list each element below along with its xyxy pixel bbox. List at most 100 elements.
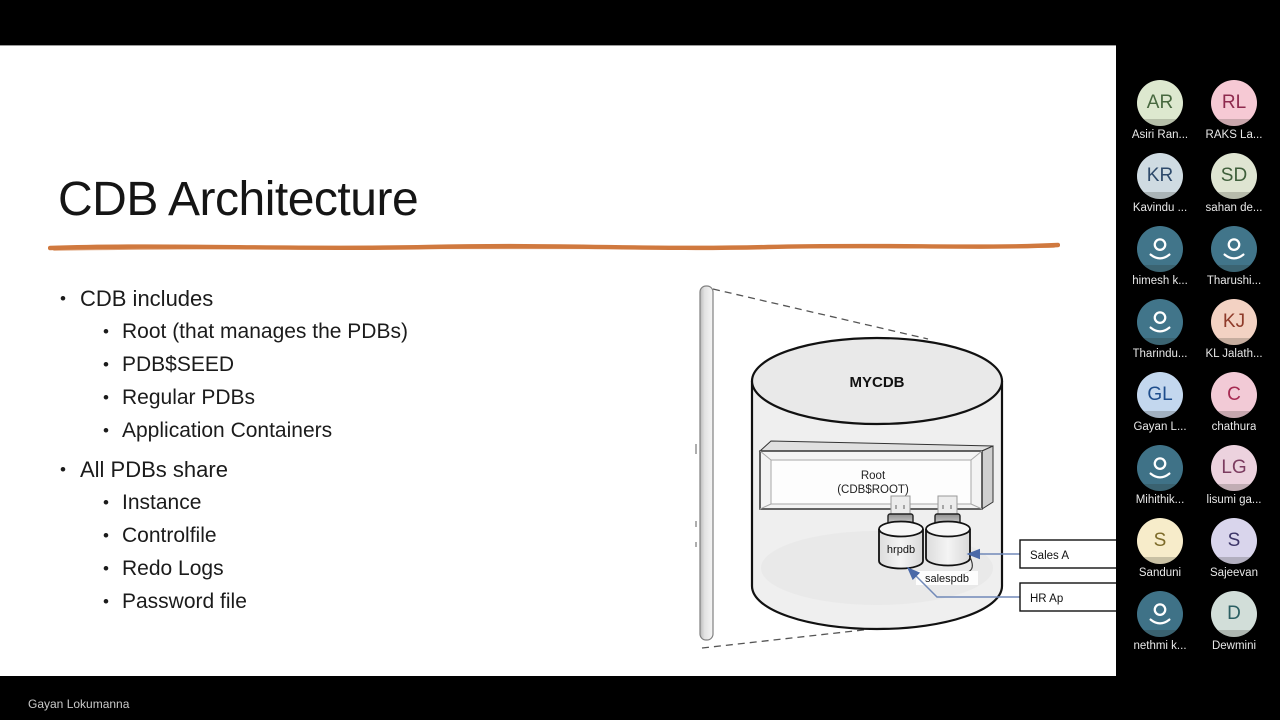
- avatar-initials: AR: [1146, 92, 1174, 113]
- avatar-initials: GL: [1147, 384, 1173, 405]
- bullet-text: CDB includes: [80, 285, 214, 311]
- participant-tile[interactable]: RL RAKS La...: [1198, 80, 1270, 153]
- avatar: RL: [1211, 80, 1257, 126]
- participant-name: KL Jalath...: [1205, 348, 1263, 360]
- accent-underline: [48, 242, 1060, 251]
- bullet-item: • Instance: [103, 486, 660, 519]
- hr-app-callout: HR Ap: [906, 566, 1116, 612]
- shared-slide: CDB Architecture • CDB includes •Root (th…: [0, 45, 1116, 676]
- participant-name: nethmi k...: [1133, 640, 1187, 652]
- person-icon: [1149, 457, 1171, 479]
- person-icon: [1149, 238, 1171, 260]
- person-icon: [1223, 238, 1245, 260]
- avatar: GL: [1137, 372, 1183, 418]
- participant-tile[interactable]: himesh k...: [1124, 226, 1196, 299]
- avatar: SD: [1211, 153, 1257, 199]
- sales-app-callout: Sales A: [966, 539, 1116, 569]
- root-label-line2: (CDB$ROOT): [837, 484, 909, 496]
- avatar-initials: LG: [1221, 457, 1247, 478]
- avatar: [1137, 445, 1183, 491]
- participant-name: Gayan L...: [1133, 421, 1187, 433]
- participant-name: lisumi ga...: [1206, 494, 1262, 506]
- participants-panel: AR Asiri Ran... RL RAKS La... KR Kavindu…: [1116, 0, 1280, 720]
- participant-tile[interactable]: S Sajeevan: [1198, 518, 1270, 591]
- participant-name: Sajeevan: [1210, 567, 1258, 579]
- bullet-item: • Application Containers: [103, 414, 660, 447]
- bullet-dot: •: [103, 592, 109, 611]
- bullet-text: Redo Logs: [122, 556, 224, 580]
- avatar: AR: [1137, 80, 1183, 126]
- hrpdb-cylinder: hrpdb: [878, 520, 924, 570]
- bullet-item: •Controlfile: [103, 519, 660, 552]
- participant-tile[interactable]: Tharushi...: [1198, 226, 1270, 299]
- participant-tile[interactable]: KR Kavindu ...: [1124, 153, 1196, 226]
- participant-tile[interactable]: S Sanduni: [1124, 518, 1196, 591]
- root-label-line1: Root: [861, 470, 886, 482]
- cdb-label: MYCDB: [850, 374, 905, 391]
- bullet-item: •All PDBs share: [60, 453, 660, 486]
- avatar: D: [1211, 591, 1257, 637]
- avatar: LG: [1211, 445, 1257, 491]
- participant-name: Tharushi...: [1206, 275, 1262, 287]
- bullet-dot: •: [103, 388, 109, 407]
- participant-name: Asiri Ran...: [1131, 129, 1189, 141]
- avatar: [1211, 226, 1257, 272]
- person-icon: [1149, 311, 1171, 333]
- avatar-initials: KR: [1146, 165, 1174, 186]
- pdb1-label: hrpdb: [887, 544, 915, 556]
- callout-hr-label: HR Ap: [1030, 593, 1063, 605]
- slide-title: CDB Architecture: [58, 173, 419, 226]
- bullet-list: • CDB includes •Root (that manages the PD…: [60, 282, 660, 618]
- participant-tile[interactable]: C chathura: [1198, 372, 1270, 445]
- participant-tile[interactable]: Tharindu...: [1124, 299, 1196, 372]
- person-icon: [1149, 603, 1171, 625]
- bullet-item: • CDB includes: [60, 282, 660, 315]
- avatar: [1137, 226, 1183, 272]
- avatar: S: [1137, 518, 1183, 564]
- bullet-dot: •: [103, 493, 109, 512]
- participant-tile[interactable]: Mihithik...: [1124, 445, 1196, 518]
- participant-tile[interactable]: D Dewmini: [1198, 591, 1270, 664]
- avatar-initials: C: [1227, 384, 1241, 405]
- bullet-item: •PDB$SEED: [103, 348, 660, 381]
- bullet-dot: •: [103, 421, 109, 440]
- participant-tile[interactable]: GL Gayan L...: [1124, 372, 1196, 445]
- zoom-projection-shape: [695, 285, 929, 649]
- root-container-box: Root (CDB$ROOT): [758, 440, 994, 510]
- bullet-text: Password file: [122, 589, 247, 613]
- participant-tile[interactable]: AR Asiri Ran...: [1124, 80, 1196, 153]
- avatar: KJ: [1211, 299, 1257, 345]
- participant-tile[interactable]: SD sahan de...: [1198, 153, 1270, 226]
- cdb-architecture-diagram: MYCDB Root (CDB$ROOT): [695, 285, 1116, 649]
- pdb2-label: salespdb: [925, 573, 969, 585]
- avatar: [1137, 299, 1183, 345]
- bullet-dot: •: [60, 289, 66, 308]
- salespdb-cylinder: salespdb: [916, 520, 978, 585]
- avatar: C: [1211, 372, 1257, 418]
- bullet-item: • Redo Logs: [103, 552, 660, 585]
- bullet-text: Instance: [122, 490, 202, 514]
- participant-name: Tharindu...: [1132, 348, 1188, 360]
- bullet-dot: •: [60, 460, 66, 479]
- avatar-initials: SD: [1220, 165, 1248, 186]
- participant-name: Kavindu ...: [1132, 202, 1188, 214]
- avatar-initials: D: [1227, 603, 1241, 624]
- participant-tile[interactable]: LG lisumi ga...: [1198, 445, 1270, 518]
- bullet-text: Application Containers: [122, 418, 333, 442]
- participants-grid: AR Asiri Ran... RL RAKS La... KR Kavindu…: [1124, 80, 1272, 664]
- bullet-dot: •: [103, 526, 109, 545]
- participant-name: RAKS La...: [1205, 129, 1263, 141]
- avatar-initials: KJ: [1222, 311, 1246, 332]
- avatar: KR: [1137, 153, 1183, 199]
- participant-name: himesh k...: [1132, 275, 1188, 287]
- bullet-item: •Root (that manages the PDBs): [103, 315, 660, 348]
- avatar-initials: S: [1227, 530, 1241, 551]
- bullet-item: • Password file: [103, 585, 660, 618]
- participant-tile[interactable]: nethmi k...: [1124, 591, 1196, 664]
- avatar: [1137, 591, 1183, 637]
- callout-sales-label: Sales A: [1030, 550, 1069, 562]
- presenter-name-label: Gayan Lokumanna: [28, 697, 130, 711]
- participant-tile[interactable]: KJ KL Jalath...: [1198, 299, 1270, 372]
- bullet-dot: •: [103, 559, 109, 578]
- participant-name: Sanduni: [1138, 567, 1182, 579]
